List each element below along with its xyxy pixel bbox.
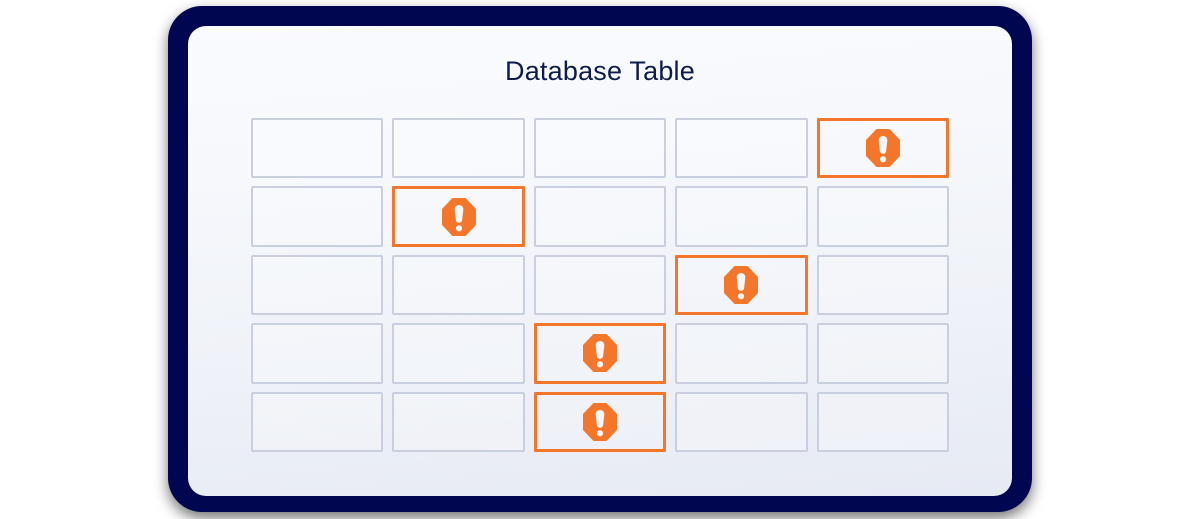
- table-cell[interactable]: [816, 391, 949, 452]
- warning-octagon-icon: [582, 402, 617, 441]
- table-cell[interactable]: [533, 118, 667, 179]
- table-cell-flagged[interactable]: [533, 391, 667, 452]
- table-cell[interactable]: [816, 323, 949, 384]
- table-cell[interactable]: [251, 186, 384, 247]
- table-cell-flagged[interactable]: [816, 118, 949, 179]
- table-cell[interactable]: [251, 254, 384, 316]
- table-cell[interactable]: [816, 186, 949, 247]
- table-cell[interactable]: [251, 323, 384, 384]
- warning-octagon-icon: [865, 129, 900, 168]
- table-cell[interactable]: [251, 391, 384, 452]
- table-cell-flagged[interactable]: [533, 323, 667, 384]
- table-cell[interactable]: [251, 118, 384, 179]
- warning-octagon-icon: [582, 334, 617, 373]
- table-cell[interactable]: [533, 186, 667, 247]
- database-table-grid: [251, 118, 949, 452]
- table-cell[interactable]: [533, 254, 667, 316]
- table-cell[interactable]: [675, 118, 808, 179]
- table-cell[interactable]: [816, 254, 949, 316]
- page-title: Database Table: [505, 56, 695, 86]
- table-cell[interactable]: [392, 118, 525, 179]
- warning-octagon-icon: [441, 197, 476, 236]
- table-cell[interactable]: [675, 391, 808, 452]
- table-cell[interactable]: [675, 323, 808, 384]
- screen-card: Database Table: [188, 26, 1012, 496]
- table-cell[interactable]: [392, 391, 525, 452]
- table-cell-flagged[interactable]: [392, 186, 525, 247]
- table-cell-flagged[interactable]: [675, 254, 808, 316]
- table-cell[interactable]: [675, 186, 808, 247]
- table-cell[interactable]: [392, 323, 525, 384]
- warning-octagon-icon: [724, 265, 759, 304]
- table-cell[interactable]: [392, 254, 525, 316]
